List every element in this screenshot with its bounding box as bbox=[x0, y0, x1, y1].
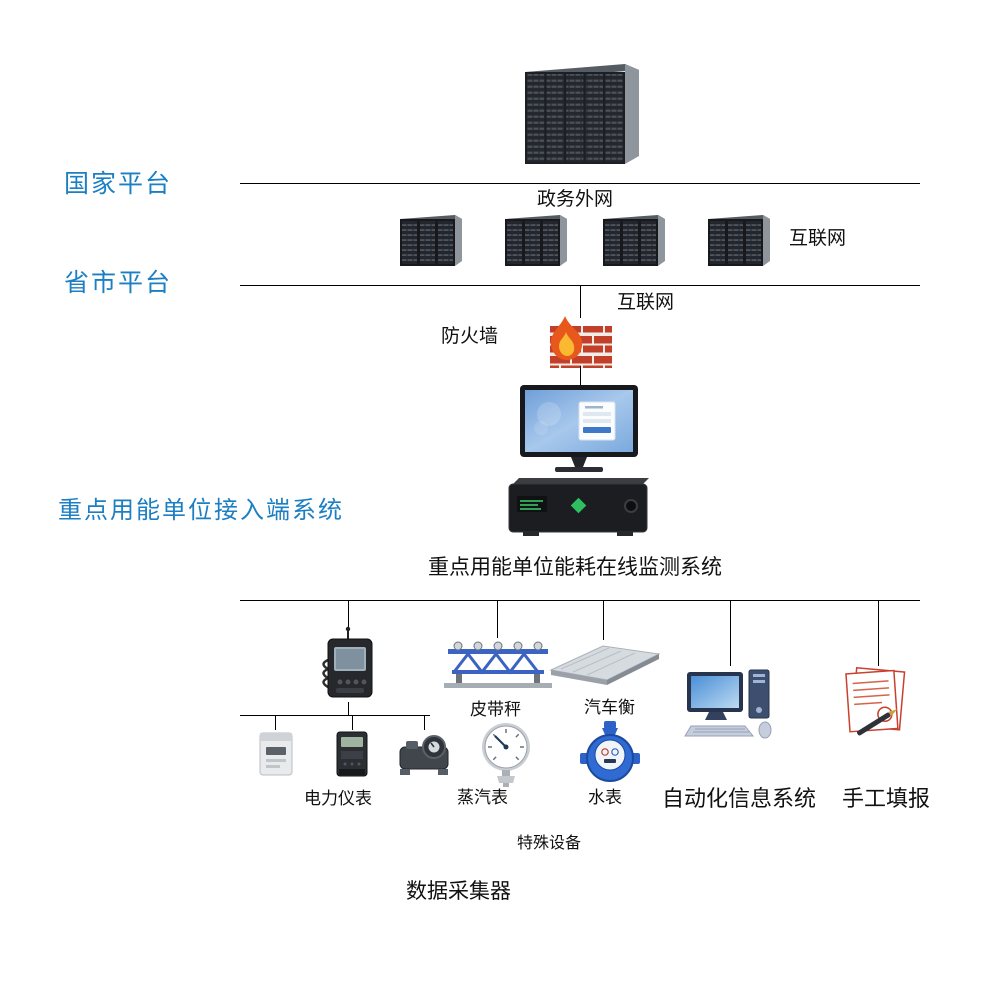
truck-scale-drop-line bbox=[603, 600, 604, 640]
water-meter-label: 水表 bbox=[588, 788, 622, 807]
provincial-server-rack-icon-2 bbox=[505, 215, 567, 266]
automation-system-label: 自动化信息系统 bbox=[662, 786, 817, 811]
provincial-server-rack-icon-4 bbox=[708, 215, 770, 266]
internet-lower-label: 互联网 bbox=[617, 292, 675, 313]
belt-scale-label: 皮带秤 bbox=[470, 700, 521, 719]
national-platform-label: 国家平台 bbox=[64, 170, 173, 198]
meter-bus-line bbox=[240, 715, 430, 716]
data-collector-icon bbox=[322, 626, 373, 698]
flow-meter-icon bbox=[399, 735, 449, 775]
firewall-icon bbox=[550, 316, 612, 368]
provincial-server-rack-icon-3 bbox=[603, 215, 665, 266]
meter3-drop-line bbox=[424, 715, 425, 730]
national-server-rack-icon bbox=[525, 64, 639, 164]
internet-upper-label: 互联网 bbox=[789, 228, 847, 249]
meter1-drop-line bbox=[275, 715, 276, 730]
power-meter-box-icon bbox=[259, 732, 293, 776]
enterprise-bus-line bbox=[240, 600, 920, 601]
automation-drop-line bbox=[730, 600, 731, 666]
monitoring-system-label: 重点用能单位能耗在线监测系统 bbox=[428, 556, 722, 579]
truck-scale-icon bbox=[549, 645, 661, 685]
monitor-icon bbox=[520, 385, 638, 472]
firewall-uplink-line bbox=[580, 286, 581, 318]
steam-meter-icon bbox=[482, 723, 530, 787]
national-bus-line bbox=[240, 183, 920, 184]
belt-scale-drop-line bbox=[497, 600, 498, 638]
collector-drop-line bbox=[348, 600, 349, 628]
manual-entry-drop-line bbox=[878, 600, 879, 666]
gov-extranet-label: 政务外网 bbox=[537, 189, 614, 210]
enterprise-platform-label: 重点用能单位接入端系统 bbox=[58, 497, 344, 524]
provincial-platform-label: 省市平台 bbox=[64, 269, 173, 297]
manual-report-icon bbox=[845, 667, 906, 736]
power-meters-label: 电力仪表 bbox=[304, 789, 372, 808]
collector-downlink-line bbox=[348, 702, 349, 715]
automation-computer-icon bbox=[684, 669, 772, 739]
special-equipment-label: 特殊设备 bbox=[517, 835, 582, 852]
belt-scale-icon bbox=[444, 641, 552, 688]
steam-meter-label: 蒸汽表 bbox=[457, 788, 508, 807]
access-server-icon bbox=[508, 478, 649, 536]
firewall-downlink-line bbox=[580, 366, 581, 386]
data-collector-label: 数据采集器 bbox=[406, 880, 511, 903]
provincial-server-rack-icon-1 bbox=[400, 215, 462, 266]
firewall-label: 防火墙 bbox=[441, 326, 499, 347]
meter2-drop-line bbox=[352, 715, 353, 730]
provincial-bus-line bbox=[240, 285, 920, 286]
truck-scale-label: 汽车衡 bbox=[584, 698, 635, 717]
water-meter-icon bbox=[580, 721, 640, 782]
manual-entry-label: 手工填报 bbox=[842, 786, 931, 811]
energy-meter-icon bbox=[336, 731, 368, 777]
